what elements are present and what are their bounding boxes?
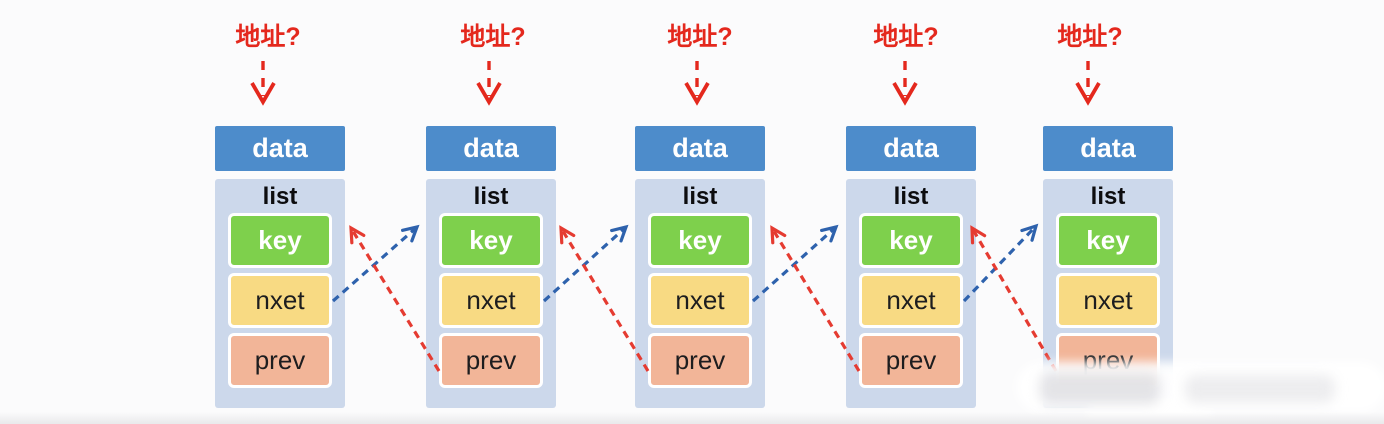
list-node-3: 地址? data list key nxet prev — [635, 0, 765, 424]
address-question-label: 地址? — [1057, 23, 1123, 51]
next-arrow-2-3 — [542, 224, 629, 303]
next-arrow-1-2 — [331, 224, 420, 303]
prev-pointer-cell: prev — [859, 333, 963, 388]
key-cell: key — [1056, 213, 1160, 268]
next-pointer-cell: nxet — [228, 273, 332, 328]
address-question-label: 地址? — [235, 23, 301, 51]
address-question-label: 地址? — [873, 23, 939, 51]
list-node-2: 地址? data list key nxet prev — [426, 0, 556, 424]
next-pointer-cell: nxet — [439, 273, 543, 328]
next-pointer-cell: nxet — [648, 273, 752, 328]
list-node-1: 地址? data list key nxet prev — [215, 0, 345, 424]
list-label: list — [893, 183, 929, 210]
key-cell: key — [648, 213, 752, 268]
list-node-4: 地址? data list key nxet prev — [846, 0, 976, 424]
data-header: data — [635, 126, 765, 171]
watermark-blur-gray-1 — [1040, 372, 1160, 404]
prev-pointer-cell: prev — [648, 333, 752, 388]
next-pointer-cell: nxet — [1056, 273, 1160, 328]
key-cell: key — [228, 213, 332, 268]
key-cell: key — [439, 213, 543, 268]
address-question-label: 地址? — [667, 23, 733, 51]
list-container: list key nxet prev — [426, 179, 556, 408]
list-label: list — [682, 183, 718, 210]
list-label: list — [473, 183, 509, 210]
next-arrow-3-4 — [751, 224, 839, 303]
address-question-label: 地址? — [460, 23, 526, 51]
list-label: list — [1090, 183, 1126, 210]
next-pointer-cell: nxet — [859, 273, 963, 328]
key-cell: key — [859, 213, 963, 268]
list-container: list key nxet prev — [215, 179, 345, 408]
list-label: list — [262, 183, 298, 210]
data-header: data — [426, 126, 556, 171]
data-header: data — [1043, 126, 1173, 171]
bottom-edge-shadow — [0, 412, 1384, 424]
data-header: data — [215, 126, 345, 171]
watermark-blur-gray-2 — [1185, 375, 1335, 403]
list-node-5: 地址? data list key nxet prev — [1043, 0, 1173, 424]
prev-pointer-cell: prev — [439, 333, 543, 388]
list-container: list key nxet prev — [635, 179, 765, 408]
list-container: list key nxet prev — [846, 179, 976, 408]
prev-pointer-cell: prev — [228, 333, 332, 388]
data-header: data — [846, 126, 976, 171]
